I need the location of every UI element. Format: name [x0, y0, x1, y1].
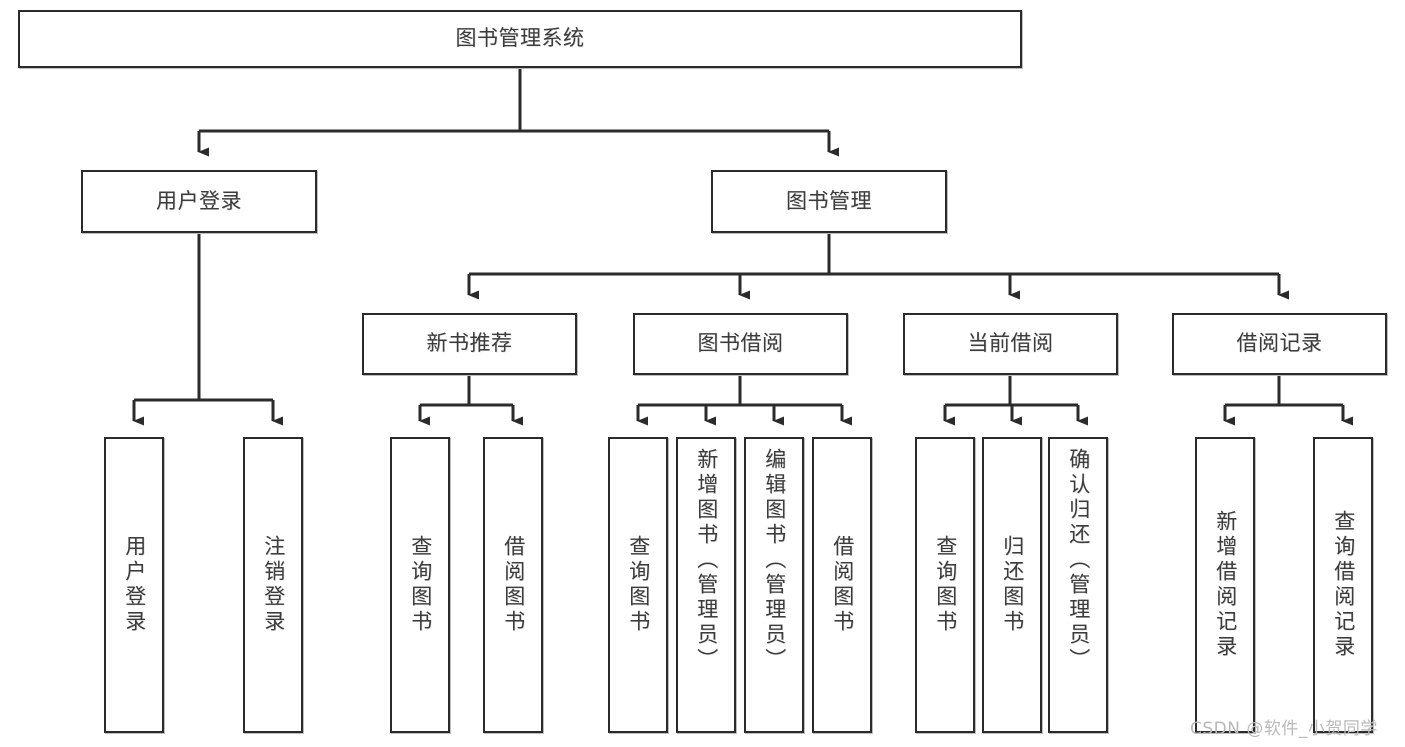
connector-group-loan-record: [1223, 375, 1353, 426]
leaf-label: 编辑图书（管理员）: [762, 448, 787, 673]
node-current-loan[interactable]: 当前借阅: [903, 313, 1118, 375]
leaf-node-query-book-3[interactable]: 查询图书: [915, 437, 975, 733]
leaf-node-add-loan-record[interactable]: 新增借阅记录: [1195, 437, 1255, 733]
node-book-borrow[interactable]: 图书借阅: [633, 313, 848, 375]
leaf-label: 查询图书: [408, 535, 433, 635]
node-label: 当前借阅: [967, 331, 1054, 356]
node-label: 借阅记录: [1236, 331, 1323, 356]
leaf-node-borrow-book-1[interactable]: 借阅图书: [483, 437, 543, 733]
leaf-node-user-login[interactable]: 用户登录: [104, 437, 164, 733]
leaf-label: 归还图书: [1000, 535, 1025, 635]
node-root[interactable]: 图书管理系统: [18, 10, 1022, 68]
leaf-label: 用户登录: [122, 535, 147, 635]
node-new-book-recommend[interactable]: 新书推荐: [362, 313, 577, 375]
leaf-label: 新增借阅记录: [1213, 510, 1238, 660]
leaf-node-edit-book[interactable]: 编辑图书（管理员）: [744, 437, 804, 733]
node-label: 图书借阅: [697, 331, 784, 356]
node-book-manage[interactable]: 图书管理: [711, 170, 947, 233]
leaf-node-return-book[interactable]: 归还图书: [982, 437, 1042, 733]
connector-group-user-login: [132, 233, 283, 426]
leaf-node-query-loan-record[interactable]: 查询借阅记录: [1313, 437, 1373, 733]
leaf-label: 借阅图书: [830, 535, 855, 635]
leaf-node-add-book[interactable]: 新增图书（管理员）: [676, 437, 736, 733]
connector-group-book-borrow: [636, 375, 852, 426]
leaf-label: 注销登录: [261, 535, 286, 635]
leaf-label: 查询借阅记录: [1331, 510, 1356, 660]
node-loan-record[interactable]: 借阅记录: [1172, 313, 1387, 375]
leaf-node-confirm-return[interactable]: 确认归还（管理员）: [1048, 437, 1108, 733]
leaf-node-borrow-book-2[interactable]: 借阅图书: [812, 437, 872, 733]
leaf-node-query-book-1[interactable]: 查询图书: [390, 437, 450, 733]
node-label: 用户登录: [156, 188, 242, 213]
leaf-node-query-book-2[interactable]: 查询图书: [608, 437, 668, 733]
connector-group-root: [197, 68, 839, 157]
leaf-node-logout[interactable]: 注销登录: [243, 437, 303, 733]
leaf-label: 新增图书（管理员）: [694, 448, 719, 673]
leaf-label: 确认归还（管理员）: [1066, 448, 1091, 673]
csdn-watermark: CSDN @软件_小贺同学: [1190, 719, 1378, 739]
leaf-label: 查询图书: [626, 535, 651, 635]
connector-group-book-manage: [467, 233, 1289, 300]
node-label: 图书管理系统: [455, 26, 585, 51]
node-user-login[interactable]: 用户登录: [81, 170, 317, 233]
node-label: 新书推荐: [426, 331, 513, 356]
connector-group-new-book-rec: [418, 375, 523, 426]
leaf-label: 借阅图书: [501, 535, 526, 635]
leaf-label: 查询图书: [933, 535, 958, 635]
connector-group-current-loan: [943, 375, 1088, 426]
node-label: 图书管理: [786, 188, 872, 213]
